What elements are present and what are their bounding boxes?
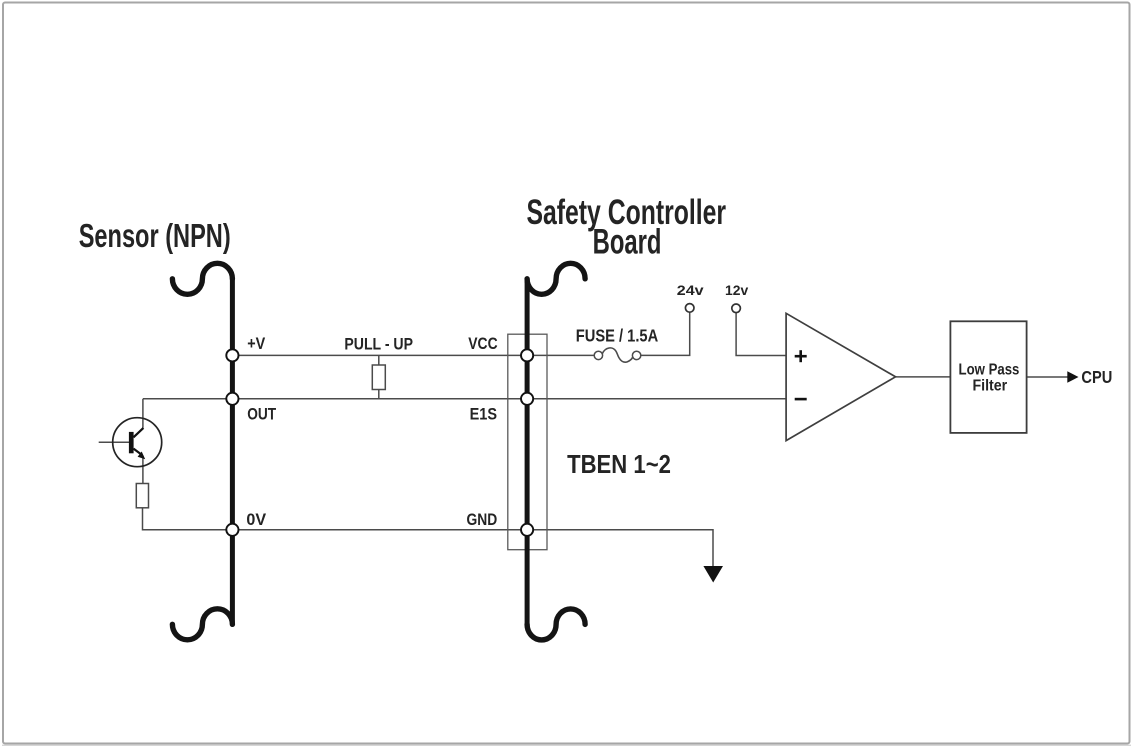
- svg-text:Board: Board: [593, 223, 662, 262]
- svg-text:Low Pass: Low Pass: [959, 362, 1020, 379]
- svg-text:OUT: OUT: [247, 404, 276, 423]
- svg-text:VCC: VCC: [468, 334, 497, 353]
- svg-text:0V: 0V: [246, 510, 266, 529]
- svg-text:Sensor (NPN): Sensor (NPN): [79, 217, 231, 254]
- svg-text:CPU: CPU: [1081, 367, 1112, 387]
- svg-text:PULL - UP: PULL - UP: [344, 334, 413, 353]
- svg-text:Safety Controller: Safety Controller: [527, 193, 727, 232]
- svg-text:GND: GND: [467, 510, 498, 529]
- svg-text:E1S: E1S: [470, 404, 497, 423]
- svg-text:24v: 24v: [677, 282, 704, 298]
- svg-text:FUSE / 1.5A: FUSE / 1.5A: [576, 326, 659, 346]
- svg-text:+V: +V: [247, 334, 266, 353]
- svg-text:12v: 12v: [725, 282, 748, 298]
- svg-text:TBEN 1~2: TBEN 1~2: [567, 449, 671, 479]
- svg-text:Filter: Filter: [973, 378, 1008, 395]
